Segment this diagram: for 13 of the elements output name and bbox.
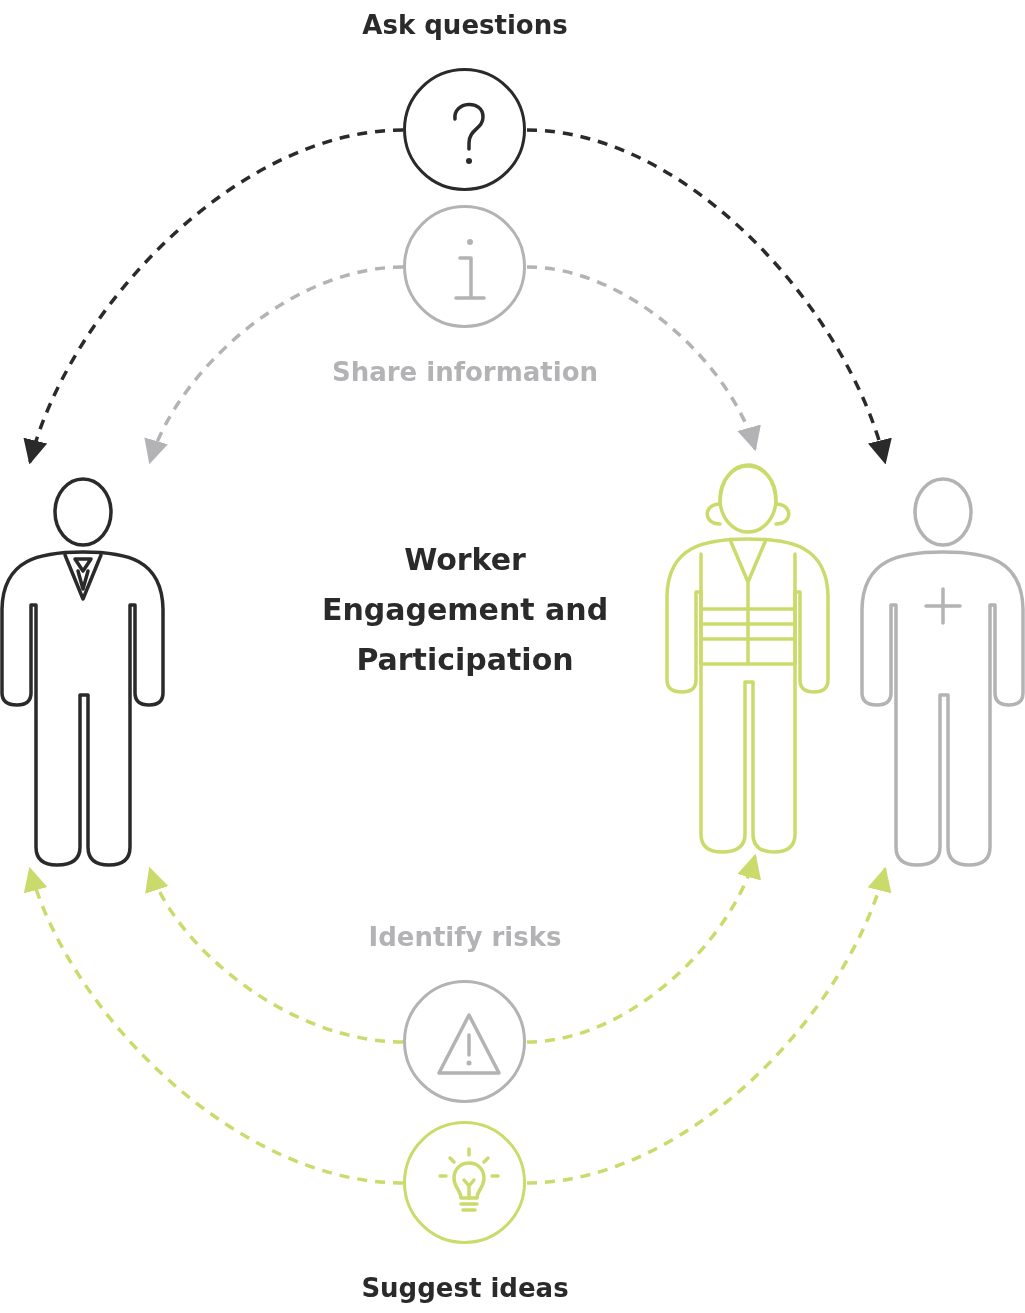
arrow xyxy=(526,265,760,452)
arrow xyxy=(526,128,891,465)
title: Worker Engagement and Participation xyxy=(320,541,610,679)
caption-text: Identify risks xyxy=(368,922,562,952)
caption-text: Suggest ideas xyxy=(361,1273,569,1303)
caption-text: Share information xyxy=(331,357,599,387)
arrow xyxy=(526,866,890,1185)
arrow xyxy=(526,853,760,1044)
caption-text: Ask questions xyxy=(362,10,568,40)
arrow xyxy=(24,128,404,465)
arrow xyxy=(147,866,404,1044)
arrow xyxy=(25,866,404,1185)
arrow xyxy=(146,265,404,465)
